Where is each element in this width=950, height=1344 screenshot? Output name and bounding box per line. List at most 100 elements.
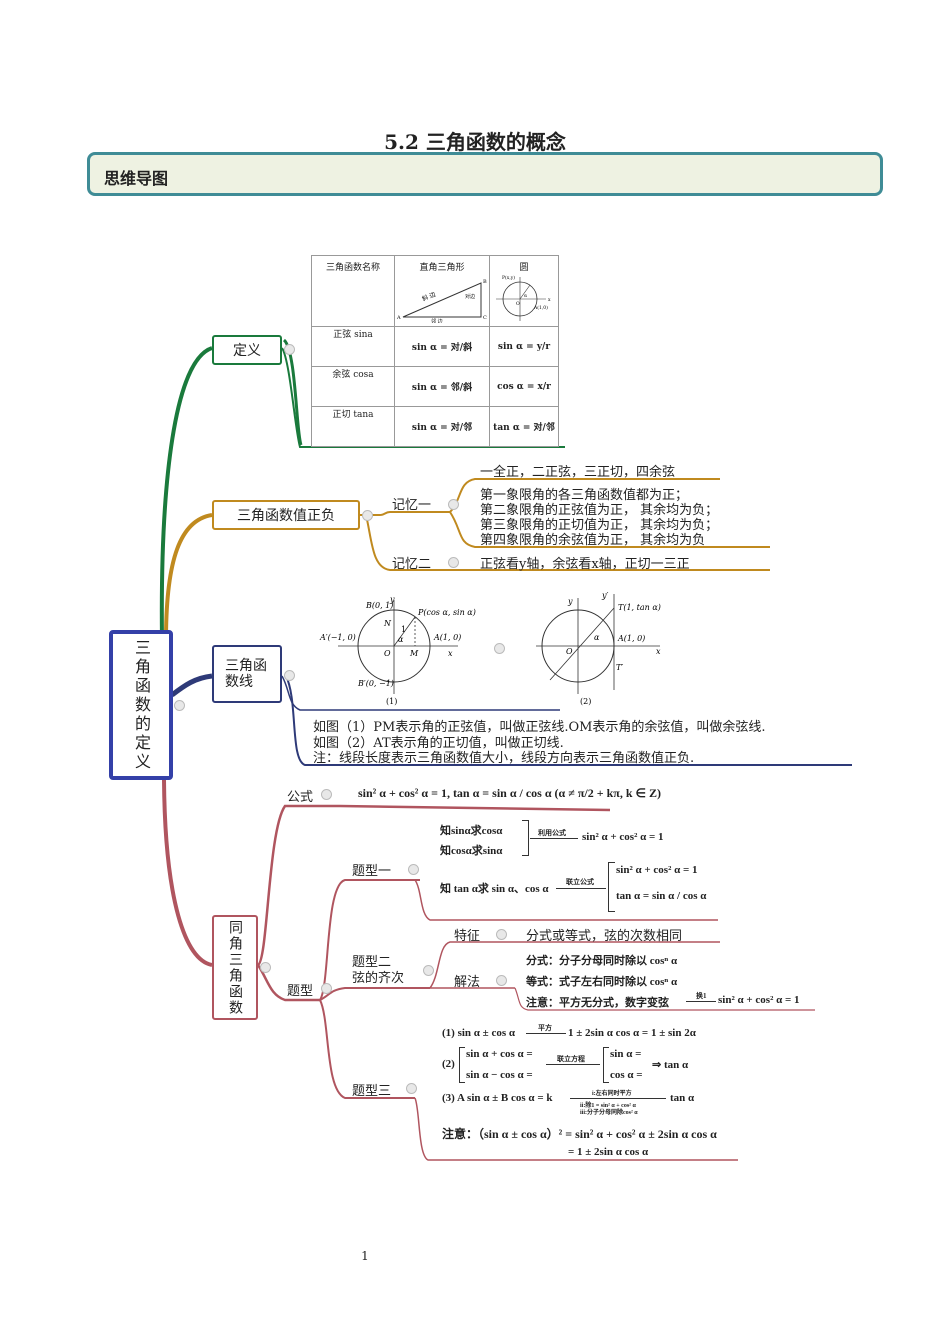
collapse-dot[interactable] (496, 929, 507, 940)
unit-circle-diagram: P(x,y) O A(1,0) α x (496, 274, 551, 321)
fig2-T: T(1, tan α) (618, 603, 661, 612)
brace (608, 862, 615, 912)
collapse-dot[interactable] (423, 965, 434, 976)
arrow (570, 1098, 666, 1099)
type3-text: sin α = (610, 1048, 642, 1060)
page-number: 1 (361, 1249, 369, 1263)
m1-line: 一全正，二正弦，三正切，四余弦 (480, 465, 676, 480)
header-triangle: 直角三角形 (419, 263, 465, 273)
collapse-dot[interactable] (174, 700, 185, 711)
type2-label: 题型二 (352, 955, 392, 970)
collapse-dot[interactable] (260, 962, 271, 973)
same-angle-node[interactable]: 同角三角函数 (212, 915, 258, 1020)
fig2-caption: (2) (580, 697, 591, 706)
row-name: 正弦 sina (311, 326, 395, 367)
formula-text: sin² α + cos² α = 1, tan α = sin α / cos… (358, 786, 661, 800)
arrow (530, 838, 578, 839)
fig1-x: x (448, 649, 453, 658)
type3-text: sin α − cos α = (466, 1069, 533, 1081)
formula-label: 公式 (287, 790, 314, 805)
fig1-M: M (409, 649, 419, 658)
arrow-label: 联立公式 (566, 878, 594, 886)
fig2-Tp: T′ (616, 663, 623, 672)
page-title: 5.2 三角函数的概念 (384, 130, 566, 154)
fig1-Aneg: A′(−1, 0) (319, 633, 356, 642)
arrow (546, 1064, 600, 1065)
m1-line: 第三象限角的正切值为正， 其余均为负； (480, 518, 719, 533)
brace (522, 820, 529, 856)
row-tri: sin α = 对/邻 (394, 406, 490, 447)
arrow-label: 换1 (696, 992, 707, 1000)
tri-A: A (396, 315, 401, 321)
table-header: 三角函数名称 (311, 255, 395, 327)
type1-result: sin² α + cos² α = 1 (582, 831, 664, 843)
branch-signs (164, 513, 213, 641)
tri-adj: 邻 边 (431, 318, 443, 323)
fig1-A: A(1, 0) (433, 633, 461, 642)
row-name: 余弦 cosa (311, 366, 395, 407)
row-circ: cos α = x/r (489, 366, 559, 407)
banner-label: 思维导图 (104, 169, 169, 188)
signs-label: 三角函数值正负 (237, 508, 335, 524)
collapse-dot[interactable] (284, 670, 295, 681)
tri-B: B (483, 279, 487, 285)
circ-P: P(x,y) (502, 274, 515, 281)
row-circ: tan α = 对/邻 (489, 406, 559, 447)
fig2-y: y (567, 597, 573, 606)
memory2-label: 记忆二 (392, 557, 432, 572)
trig-lines-node[interactable]: 三角函数线 (212, 645, 282, 703)
circ-A: A(1,0) (533, 304, 548, 311)
arrow (526, 1033, 566, 1034)
collapse-dot[interactable] (321, 789, 332, 800)
method-label: 解法 (454, 975, 481, 990)
root-label: 三角函数的定义 (132, 638, 151, 772)
fig1-Bp: B′(0, −1) (357, 679, 394, 688)
method-text: 分式：分子分母同时除以 cosⁿ α (526, 955, 678, 967)
definition-label: 定义 (233, 343, 261, 359)
collapse-dot[interactable] (494, 643, 505, 654)
collapse-dot[interactable] (448, 557, 459, 568)
brace (459, 1047, 465, 1083)
type3-text: (1) sin α ± cos α (442, 1027, 516, 1039)
collapse-dot[interactable] (408, 864, 419, 875)
tri-opp: 对边 (465, 293, 475, 300)
fig1-B: B(0, 1) (365, 601, 393, 610)
type1-text: 知sinα求cosα (440, 825, 503, 837)
definition-node[interactable]: 定义 (212, 335, 282, 365)
lines-text: 如图（2）AT表示角的正切值，叫做正切线. (313, 736, 564, 751)
type3-note: = 1 ± 2sin α cos α (568, 1146, 649, 1158)
root-node[interactable]: 三角函数的定义 (109, 630, 173, 780)
arrow-label: 联立方程 (557, 1055, 585, 1063)
arrow (686, 1001, 716, 1002)
table-header: 圆 P(x,y) O A(1,0) α x (489, 255, 559, 327)
definition-table: 三角函数名称 直角三角形 B A C 斜 边 对边 邻 边 圆 P(x,y) O (311, 255, 559, 447)
collapse-dot[interactable] (284, 344, 295, 355)
arrow (556, 888, 606, 889)
collapse-dot[interactable] (496, 975, 507, 986)
memory1-label: 记忆一 (392, 498, 432, 513)
row-circ: sin α = y/r (489, 326, 559, 367)
type3-text: sin α + cos α = (466, 1048, 533, 1060)
fig1-one: 1 (401, 625, 406, 634)
row-tri: sin α = 邻/斜 (394, 366, 490, 407)
same-angle-label: 同角三角函数 (227, 919, 243, 1016)
branch-same-angle (162, 779, 213, 967)
circ-x: x (548, 298, 551, 303)
type1-text: 知cosα求sinα (440, 845, 503, 857)
brace (603, 1047, 609, 1083)
collapse-dot[interactable] (362, 510, 373, 521)
step-note: iii:分子分母同除cos² α (580, 1110, 638, 1116)
types-label: 题型 (287, 984, 314, 999)
fig2-O: O (566, 647, 573, 656)
fig1-caption: (1) (386, 697, 397, 706)
circ-O: O (516, 301, 520, 307)
collapse-dot[interactable] (406, 1083, 417, 1094)
m1-line: 第二象限角的正弦值为正， 其余均为负； (480, 503, 719, 518)
collapse-dot[interactable] (448, 499, 459, 510)
tri-C: C (483, 315, 487, 321)
right-triangle-diagram: B A C 斜 边 对边 邻 边 (396, 279, 487, 325)
row-name: 正切 tana (311, 406, 395, 447)
fig1-alpha: α (398, 635, 404, 644)
collapse-dot[interactable] (321, 983, 332, 994)
signs-node[interactable]: 三角函数值正负 (212, 500, 360, 530)
